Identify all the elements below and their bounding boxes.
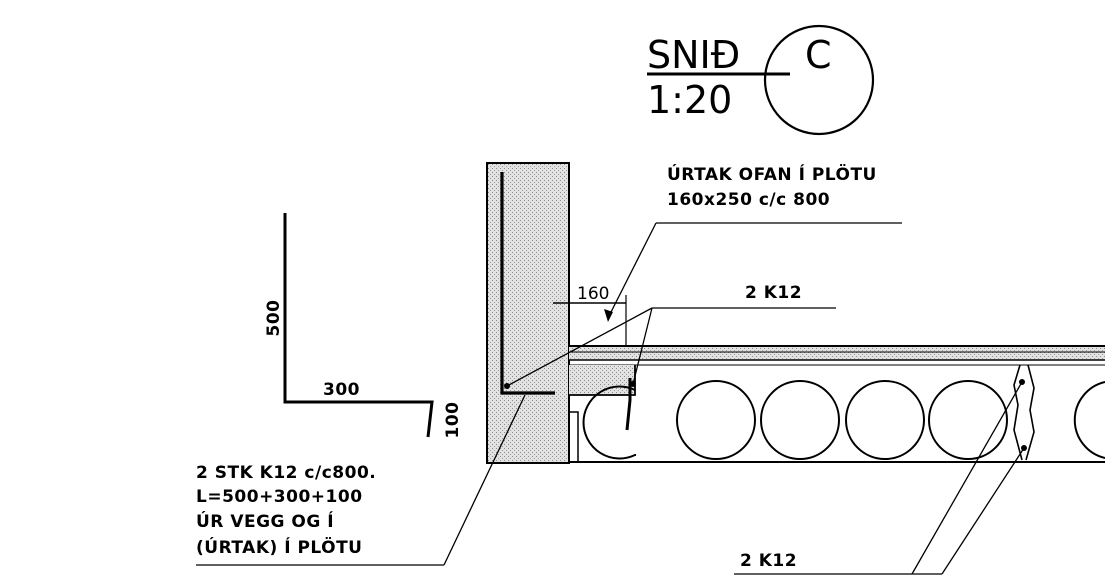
rebar-bottom-leader-1: [911, 381, 1023, 575]
wall-rebar: [500, 172, 555, 395]
hollow-core-5: [928, 380, 1008, 460]
bar-shape-diagram: 500 300 100: [264, 213, 463, 439]
concrete-wall: [486, 162, 570, 464]
dim-300: 300: [323, 380, 360, 400]
hollow-core-3: [760, 380, 840, 460]
dimension-160: 160: [553, 284, 627, 346]
rebar-bottom-label: 2 K12: [734, 381, 1025, 575]
section-title-block: SNIÐ 1:20 C: [647, 24, 875, 136]
rebar-top-label: 2 K12: [506, 283, 836, 387]
rebar-top-leader-1: [506, 307, 653, 387]
dim-160-text: 160: [577, 284, 609, 304]
dim-500: 500: [264, 300, 284, 337]
hollow-core-6: [1073, 381, 1105, 459]
note-line3: ÚR VEGG OG Í: [196, 510, 334, 532]
wall-body: [486, 162, 570, 464]
section-scale: 1:20: [647, 78, 732, 122]
note-line1: 2 STK K12 c/c800.: [196, 463, 376, 483]
slab-topping: [569, 346, 1105, 360]
rebar-top-text: 2 K12: [745, 283, 802, 303]
bar-shape-line: [283, 213, 434, 438]
cutout-leader-arrow: [604, 309, 613, 322]
cutout-label-line1: ÚRTAK OFAN Í PLÖTU: [667, 163, 877, 185]
section-title: SNIÐ: [647, 33, 740, 77]
hollow-core-slab: [569, 345, 1105, 463]
plank-joint-left: [1013, 364, 1023, 461]
hollow-core-1: [582, 385, 636, 460]
section-marker-letter: C: [805, 33, 832, 77]
slab-hook-rebar: [625, 378, 632, 431]
cutout-label: ÚRTAK OFAN Í PLÖTU 160x250 c/c 800: [604, 163, 902, 322]
cutout-label-line2: 160x250 c/c 800: [667, 190, 830, 210]
section-marker-circle: [763, 24, 875, 136]
rebar-note: 2 STK K12 c/c800. L=500+300+100 ÚR VEGG …: [196, 394, 526, 566]
plank-joint-right: [1025, 364, 1035, 461]
cutout-leader: [607, 222, 657, 319]
note-leader: [443, 394, 526, 566]
note-line4: (ÚRTAK) Í PLÖTU: [196, 536, 362, 558]
dim-100: 100: [443, 402, 463, 439]
rebar-bottom-text: 2 K12: [740, 551, 797, 571]
hollow-core-2: [676, 380, 756, 460]
bearing-strip: [569, 411, 579, 462]
rebar-top-leader-2: [632, 307, 653, 385]
rebar-bottom-leader-2: [941, 447, 1025, 575]
note-line2: L=500+300+100: [196, 487, 363, 507]
hollow-core-4: [845, 380, 925, 460]
